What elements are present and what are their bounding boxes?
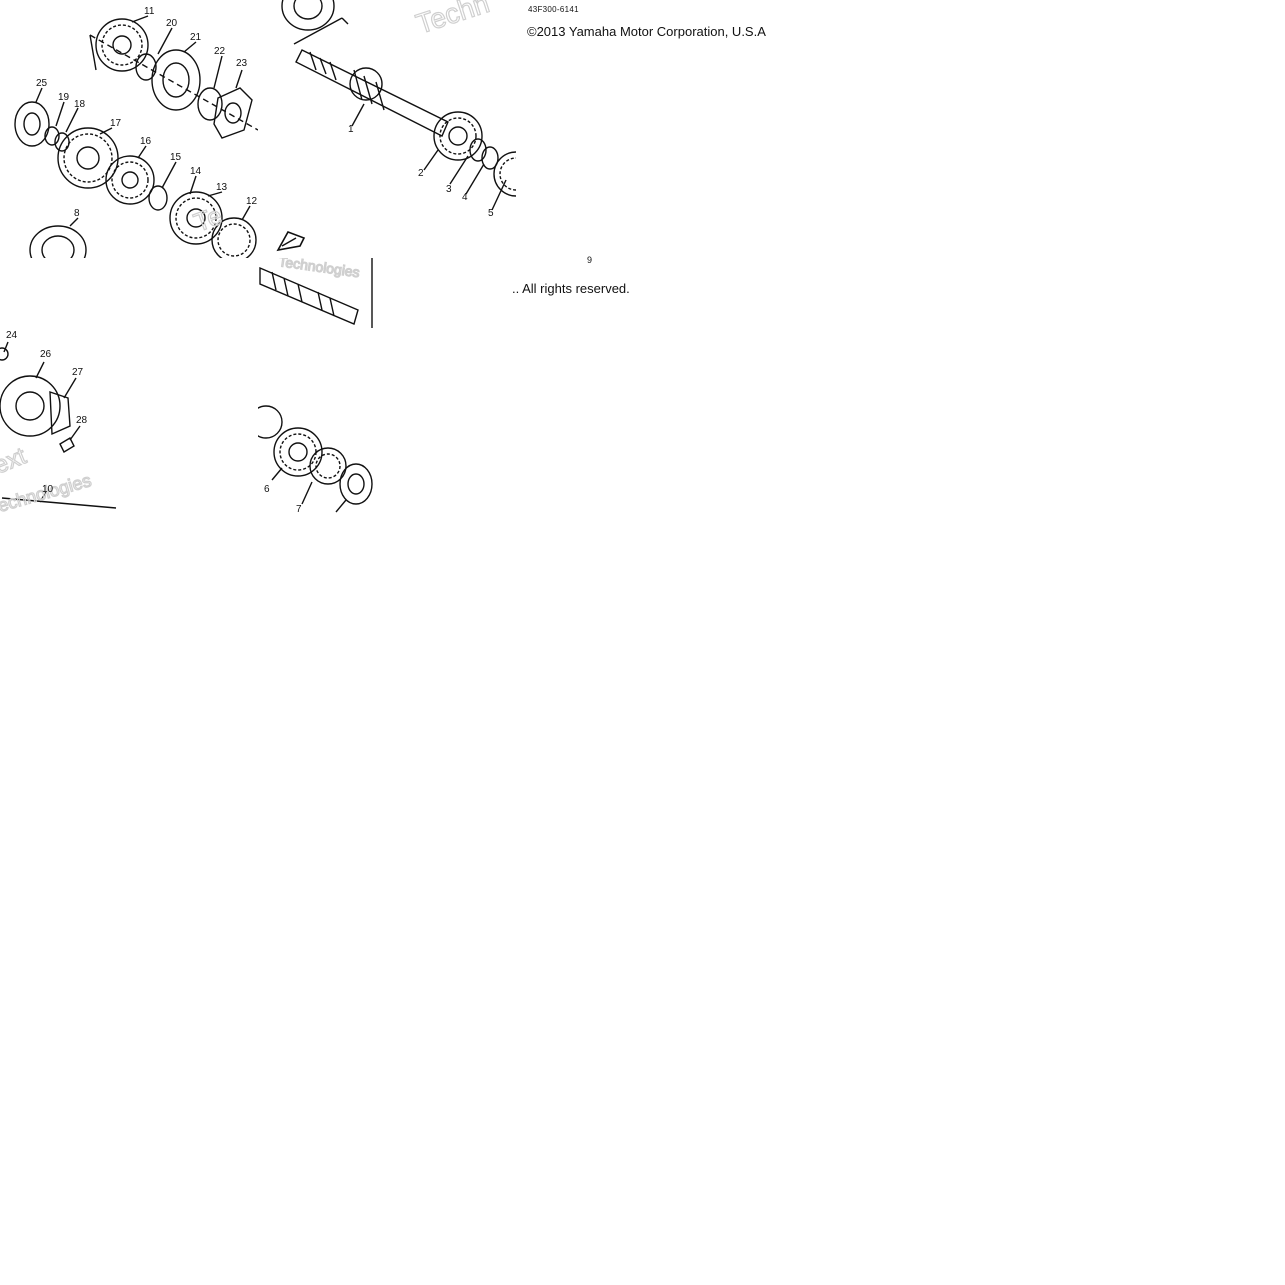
callout-10: 10	[42, 484, 54, 495]
svg-text:ext: ext	[0, 442, 30, 479]
page-number: 9	[587, 255, 593, 265]
callout-24: 24	[6, 330, 18, 341]
callout-23: 23	[236, 58, 248, 69]
callout-26: 26	[40, 349, 52, 360]
part-code: 43F300-6141	[528, 5, 579, 14]
callout-7: 7	[296, 504, 302, 514]
callout-25: 25	[36, 78, 48, 89]
copyright-notice: ©2013 Yamaha Motor Corporation, U.S.A	[527, 24, 766, 39]
callout-4: 4	[462, 192, 468, 203]
svg-text:Te: Te	[190, 200, 226, 238]
callout-6: 6	[264, 484, 270, 495]
callout-28: 28	[76, 415, 88, 426]
callout-13: 13	[216, 182, 228, 193]
callout-20: 20	[166, 18, 178, 29]
diagram-tile-sprocket: ext echnologies 24 26 27 28 10	[0, 326, 118, 514]
diagram-tile-mainshaft: Techn 1 2 3 4 5	[258, 0, 516, 258]
callout-11: 11	[144, 6, 155, 17]
callout-14: 14	[190, 166, 202, 177]
rights-notice: .. All rights reserved.	[512, 281, 630, 296]
shaft-end-drawing: Technologies	[259, 258, 373, 328]
callout-19: 19	[58, 92, 70, 103]
callout-5: 5	[488, 208, 494, 219]
callout-27: 27	[72, 367, 84, 378]
callout-2: 2	[418, 168, 424, 179]
diagram-tile-shaft-end: Technologies	[258, 258, 376, 330]
callout-17: 17	[110, 118, 122, 129]
diagram-tile-gears-6-7: 6 7	[258, 400, 376, 514]
callout-3: 3	[446, 184, 452, 195]
callout-15: 15	[170, 152, 182, 163]
mainshaft-drawing: Techn 1 2 3 4 5	[276, 0, 516, 252]
callout-21: 21	[190, 32, 202, 43]
callout-18: 18	[74, 99, 86, 110]
callout-8: 8	[74, 208, 80, 219]
svg-text:Techn: Techn	[412, 0, 493, 40]
gears-6-7-drawing: 6 7	[258, 405, 373, 514]
callout-16: 16	[140, 136, 152, 147]
svg-text:Technologies: Technologies	[278, 258, 361, 280]
sprocket-drawing: ext echnologies 24 26 27 28 10	[0, 330, 117, 514]
callout-1: 1	[348, 124, 354, 135]
callout-22: 22	[214, 46, 226, 57]
diagram-tile-countershaft: Te 11 20 21 22 23 25 19 18 17 16 15 14 1…	[0, 0, 258, 258]
countershaft-drawing: Te 11 20 21 22 23 25 19 18 17 16 15 14 1…	[14, 6, 258, 258]
callout-12: 12	[246, 196, 258, 207]
